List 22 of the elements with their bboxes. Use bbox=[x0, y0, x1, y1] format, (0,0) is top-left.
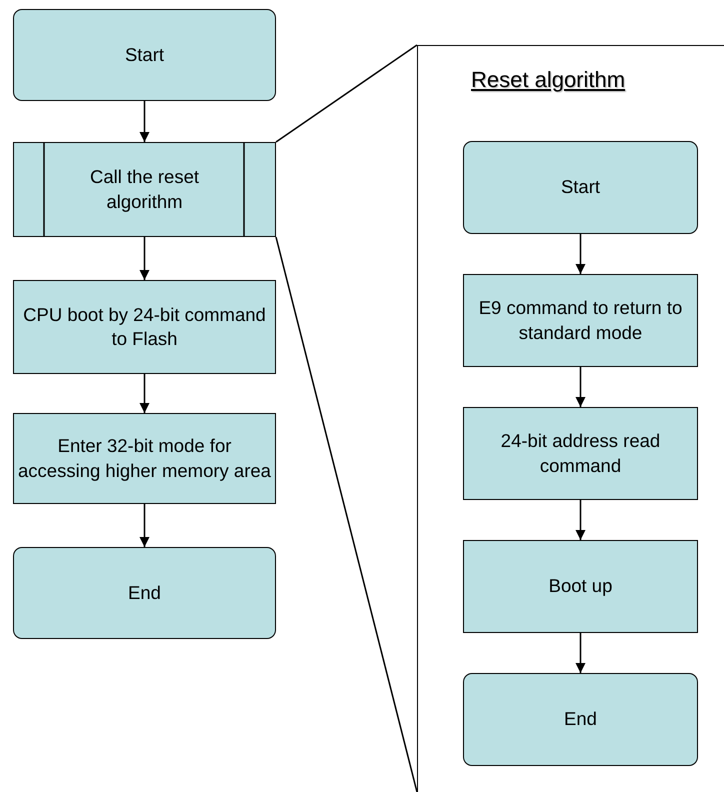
process-box: Boot up bbox=[463, 540, 698, 633]
arrow bbox=[140, 374, 150, 413]
zoom-panel bbox=[417, 45, 724, 792]
process-box: 24-bit address read command bbox=[463, 407, 698, 500]
zoom-line bbox=[275, 236, 418, 792]
process-box: Enter 32-bit mode for accessing higher memory area bbox=[13, 413, 276, 504]
arrow bbox=[140, 101, 150, 142]
arrow bbox=[576, 500, 586, 540]
terminator-box: Start bbox=[13, 9, 276, 101]
subprocess-box: Call the reset algorithm bbox=[13, 142, 276, 237]
zoom-line bbox=[276, 44, 418, 143]
process-box: CPU boot by 24-bit command to Flash bbox=[13, 280, 276, 374]
terminator-box: End bbox=[13, 547, 276, 639]
arrow bbox=[576, 633, 586, 673]
arrow bbox=[140, 504, 150, 547]
panel-title: Reset algorithm bbox=[471, 66, 626, 94]
arrow bbox=[140, 237, 150, 280]
arrow bbox=[576, 367, 586, 407]
terminator-box: End bbox=[463, 673, 698, 766]
terminator-box: Start bbox=[463, 141, 698, 234]
arrow bbox=[576, 234, 586, 274]
process-box: E9 command to return to standard mode bbox=[463, 274, 698, 367]
